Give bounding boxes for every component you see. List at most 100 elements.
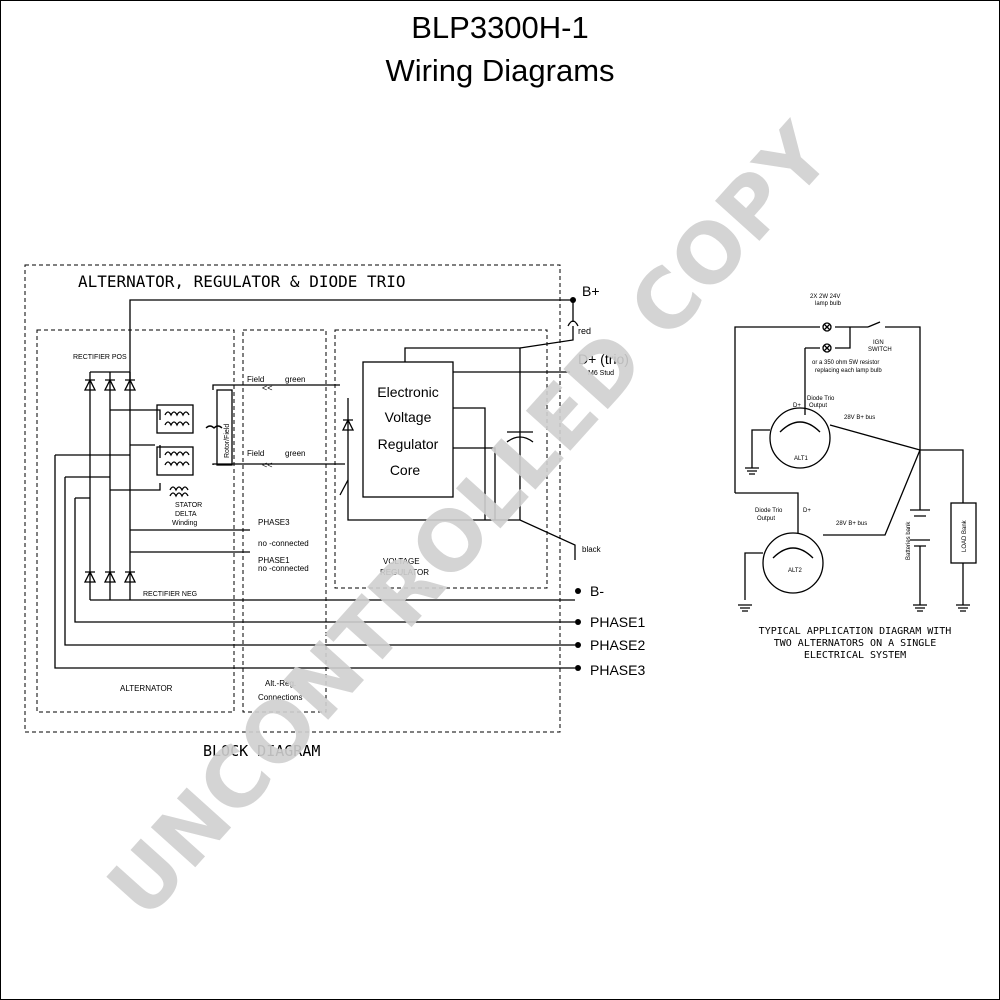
- regulator-core-box: [362, 361, 454, 498]
- green-bottom-label: green: [285, 449, 305, 458]
- ground-icon: [738, 467, 970, 612]
- m6-stud-label: M6 Stud: [588, 370, 614, 377]
- no-connected-label: no -connected: [258, 539, 309, 548]
- alt2-arc: [772, 547, 814, 559]
- phase2-label: PHASE2: [590, 637, 645, 653]
- regulator-core-line-1: Electronic: [377, 384, 438, 400]
- alt1-arc: [779, 421, 821, 433]
- ign-switch-label-1: IGN: [873, 340, 884, 346]
- regulator-box: [334, 329, 548, 589]
- uncontrolled-copy-watermark: UNCONTROLLED COPY: [90, 106, 850, 935]
- d-plus-label: D+ (trio): [578, 351, 629, 367]
- resistor-note-2: replacing each lamp bulb: [815, 368, 882, 374]
- application-caption-1: TYPICAL APPLICATION DIAGRAM WITH: [759, 626, 952, 637]
- diode-trio-1-label-1: Diode Trio: [807, 396, 835, 402]
- regulator-diode: [341, 418, 355, 431]
- bus-2-label: 28V B+ bus: [836, 521, 867, 527]
- regulator-switch: [339, 479, 349, 496]
- rectifier-legs: [89, 371, 131, 600]
- block-diagram: ALTERNATOR, REGULATOR & DIODE TRIO BLOCK…: [24, 264, 645, 760]
- regulator-sense-lines: [453, 407, 496, 520]
- rectifier-pos-diodes: [83, 378, 137, 391]
- rotor-field-box: [216, 389, 233, 466]
- red-lead: [519, 300, 579, 349]
- alt1-body: [769, 407, 831, 469]
- alt-reg-box: [242, 329, 327, 713]
- batteries-label: Batteries bank: [906, 521, 912, 560]
- voltage-regulator-label-1: VOLTAGE: [383, 557, 420, 566]
- alt-reg-label-2: Connections: [258, 693, 302, 702]
- page-subtitle: Wiring Diagrams: [385, 53, 615, 88]
- alternator-label: ALTERNATOR: [120, 684, 173, 693]
- black-label: black: [582, 545, 602, 554]
- application-diagram: 2X 2W 24V lamp bulb IGN SWITCH or a 350 …: [734, 294, 977, 661]
- alt1-wires: [751, 348, 921, 468]
- voltage-regulator-label-2: REGULATOR: [380, 568, 429, 577]
- no-connected-label-2: no -connected: [258, 564, 309, 573]
- phase1-terminal: [575, 619, 581, 625]
- phase3-label: PHASE3: [590, 662, 645, 678]
- alt1-label: ALT1: [794, 456, 809, 462]
- rectifier-pos-label: RECTIFIER POS: [73, 354, 127, 361]
- connector-bottom: <<: [262, 460, 273, 470]
- load-bank-label: LOAD Bank: [962, 519, 968, 552]
- phase-rail-taps: [55, 454, 130, 499]
- red-label: red: [578, 326, 591, 336]
- lamp-bulb-label-2: lamp bulb: [815, 301, 842, 307]
- phase-taps: [130, 529, 250, 553]
- b-plus-label: B+: [582, 283, 600, 299]
- phase3-tap-label: PHASE3: [258, 518, 290, 527]
- alt2-wires: [735, 449, 921, 600]
- model-title: BLP3300H-1: [411, 10, 589, 45]
- alternator-box: [36, 329, 235, 713]
- alt-reg-label-1: Alt.-Reg.: [265, 679, 296, 688]
- application-caption-2: TWO ALTERNATORS ON A SINGLE: [774, 638, 937, 649]
- resistor-note-1: or a 350 ohm 5W resistor: [812, 360, 879, 366]
- regulator-core-line-2: Voltage: [385, 409, 432, 425]
- diode-trio-2-label-1: Diode Trio: [755, 508, 783, 514]
- stator-label-2: DELTA: [175, 511, 197, 518]
- phase1-tap-label: PHASE1: [258, 556, 290, 565]
- b-plus-wire: [129, 299, 572, 380]
- rectifier-neg-diodes: [83, 570, 137, 583]
- stator-label-1: STATOR: [175, 502, 202, 509]
- lamp-circuit-top: [734, 326, 921, 493]
- diode-trio-1-label-2: Output: [809, 403, 827, 409]
- outer-block-box: [24, 264, 561, 733]
- lamp-circuit-branch: [805, 327, 851, 349]
- d-plus-2-label: D+: [803, 508, 811, 514]
- regulator-core-line-3: Regulator: [378, 436, 439, 452]
- phase1-label: PHASE1: [590, 614, 645, 630]
- b-minus-label: B-: [590, 583, 604, 599]
- application-caption-3: ELECTRICAL SYSTEM: [804, 650, 906, 661]
- block-diagram-caption: BLOCK DIAGRAM: [203, 742, 320, 760]
- phase-rails: [54, 455, 575, 669]
- b-minus-terminal: [575, 588, 581, 594]
- stator-label-3: Winding: [172, 520, 197, 527]
- stator-winding: [110, 404, 194, 498]
- alt2-label: ALT2: [788, 568, 803, 574]
- section-title: ALTERNATOR, REGULATOR & DIODE TRIO: [78, 272, 406, 291]
- battery-bank: [910, 450, 930, 605]
- connector-top: <<: [262, 383, 273, 393]
- diode-trio-2-label-2: Output: [757, 516, 775, 522]
- ign-switch-label-2: SWITCH: [868, 347, 892, 353]
- rotor-field-label: Rotor/Field: [224, 424, 231, 458]
- rotor-coil: [205, 425, 223, 429]
- load-bank-box: [950, 502, 977, 564]
- field-bottom-label: Field: [247, 449, 264, 458]
- bus-1-label: 28V B+ bus: [844, 415, 875, 421]
- lamp-bulb-label-1: 2X 2W 24V: [810, 294, 840, 300]
- regulator-capacitor: [506, 431, 534, 443]
- rectifier-neg-label: RECTIFIER NEG: [143, 591, 197, 598]
- load-wires: [920, 449, 964, 605]
- lamp-icon: [822, 322, 832, 353]
- regulator-core-line-4: Core: [390, 462, 421, 478]
- alt2-body: [762, 532, 824, 594]
- field-wires: [212, 384, 345, 465]
- ign-switch: [867, 321, 881, 328]
- d-plus-1-label: D+: [793, 403, 801, 409]
- field-top-label: Field: [247, 375, 264, 384]
- phase2-terminal: [575, 642, 581, 648]
